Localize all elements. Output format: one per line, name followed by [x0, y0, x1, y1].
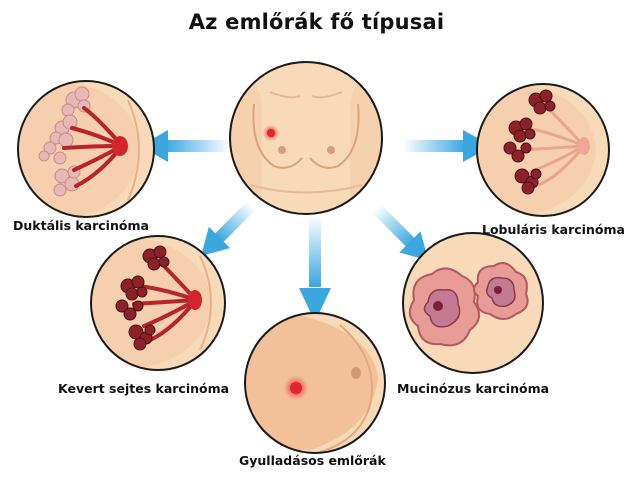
- ductal-illustration: [17, 80, 155, 218]
- label-mixed: Kevert sejtes karcinóma: [58, 381, 230, 396]
- inflammatory-illustration: [244, 312, 386, 454]
- torso-illustration: [229, 61, 383, 215]
- mixed-illustration: [90, 235, 226, 371]
- arrow-to-mixed: [201, 200, 257, 256]
- diagram-title: Az emlőrák fő típusai: [188, 10, 445, 34]
- label-inflammatory: Gyulladásos emlőrák: [239, 453, 386, 468]
- label-lobular: Lobuláris karcinóma: [482, 222, 625, 237]
- mucinous-illustration: [402, 232, 544, 374]
- label-mucinous: Mucinózus karcinóma: [397, 381, 550, 396]
- arrow-to-inflammatory: [299, 215, 331, 322]
- lobular-illustration: [476, 83, 610, 217]
- label-ductal: Duktális karcinóma: [13, 218, 149, 233]
- arrow-to-mucinous: [371, 203, 429, 261]
